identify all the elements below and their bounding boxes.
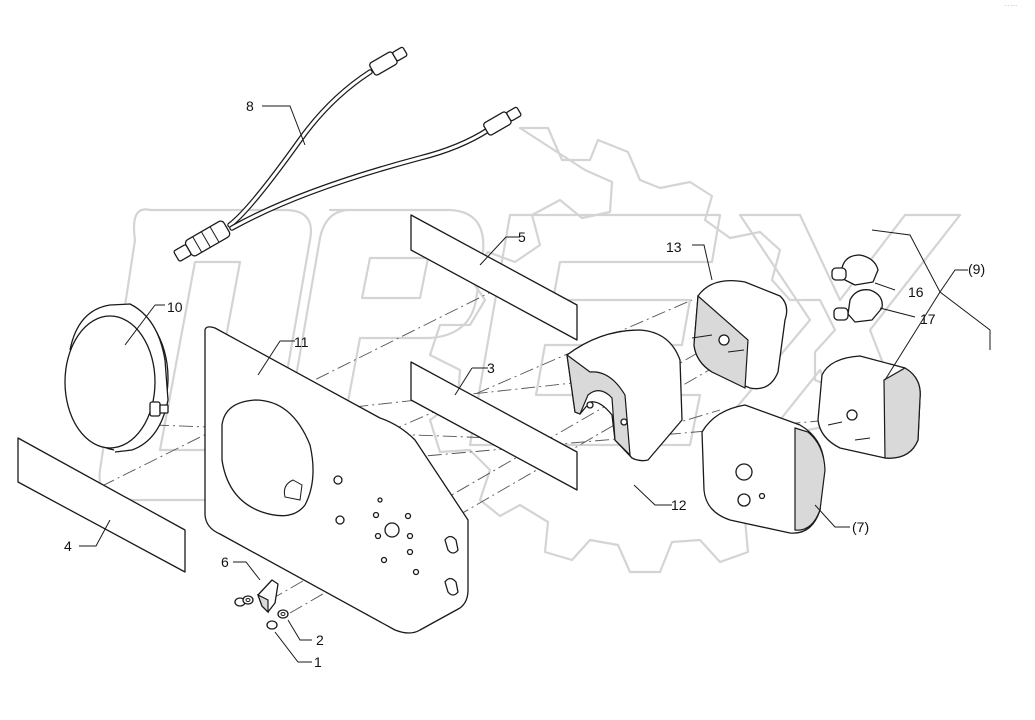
work-lamp[interactable]: [64, 303, 169, 453]
callout-labels: 8 5 13 (9) 16 10 17 11 3 12 (7) 4 6 2 1: [64, 98, 985, 670]
clip-6[interactable]: [256, 579, 279, 614]
sticker-3[interactable]: [410, 361, 578, 491]
washer-2[interactable]: [242, 595, 289, 619]
leader-lines: [79, 105, 991, 663]
callout-9: (9): [968, 261, 985, 277]
rear-lamp-housing[interactable]: [817, 355, 921, 459]
sticker-4[interactable]: [17, 437, 186, 573]
bracket-plate[interactable]: [204, 326, 469, 634]
callout-10: 10: [167, 299, 183, 315]
callout-4: 4: [64, 538, 72, 554]
callout-11: 11: [294, 334, 309, 350]
callout-13: 13: [666, 239, 682, 255]
callout-6: 6: [221, 554, 229, 570]
bulb-16[interactable]: [831, 254, 879, 286]
bulb-17[interactable]: [833, 289, 883, 323]
corner-mark: ··· ····: [1004, 3, 1017, 9]
callout-1: 1: [314, 654, 322, 670]
lamp-cover[interactable]: [701, 404, 826, 534]
callout-17: 17: [920, 311, 936, 327]
callout-12: 12: [671, 497, 687, 513]
y-cable[interactable]: [172, 45, 523, 264]
callout-2: 2: [316, 632, 324, 648]
callout-16: 16: [908, 284, 924, 300]
callout-5: 5: [518, 229, 526, 245]
light-module[interactable]: [691, 279, 788, 390]
sticker-5[interactable]: [410, 214, 578, 341]
callout-3: 3: [487, 360, 495, 376]
callout-7: (7): [852, 519, 869, 535]
callout-8: 8: [246, 98, 254, 114]
mounting-shell[interactable]: [566, 329, 683, 462]
